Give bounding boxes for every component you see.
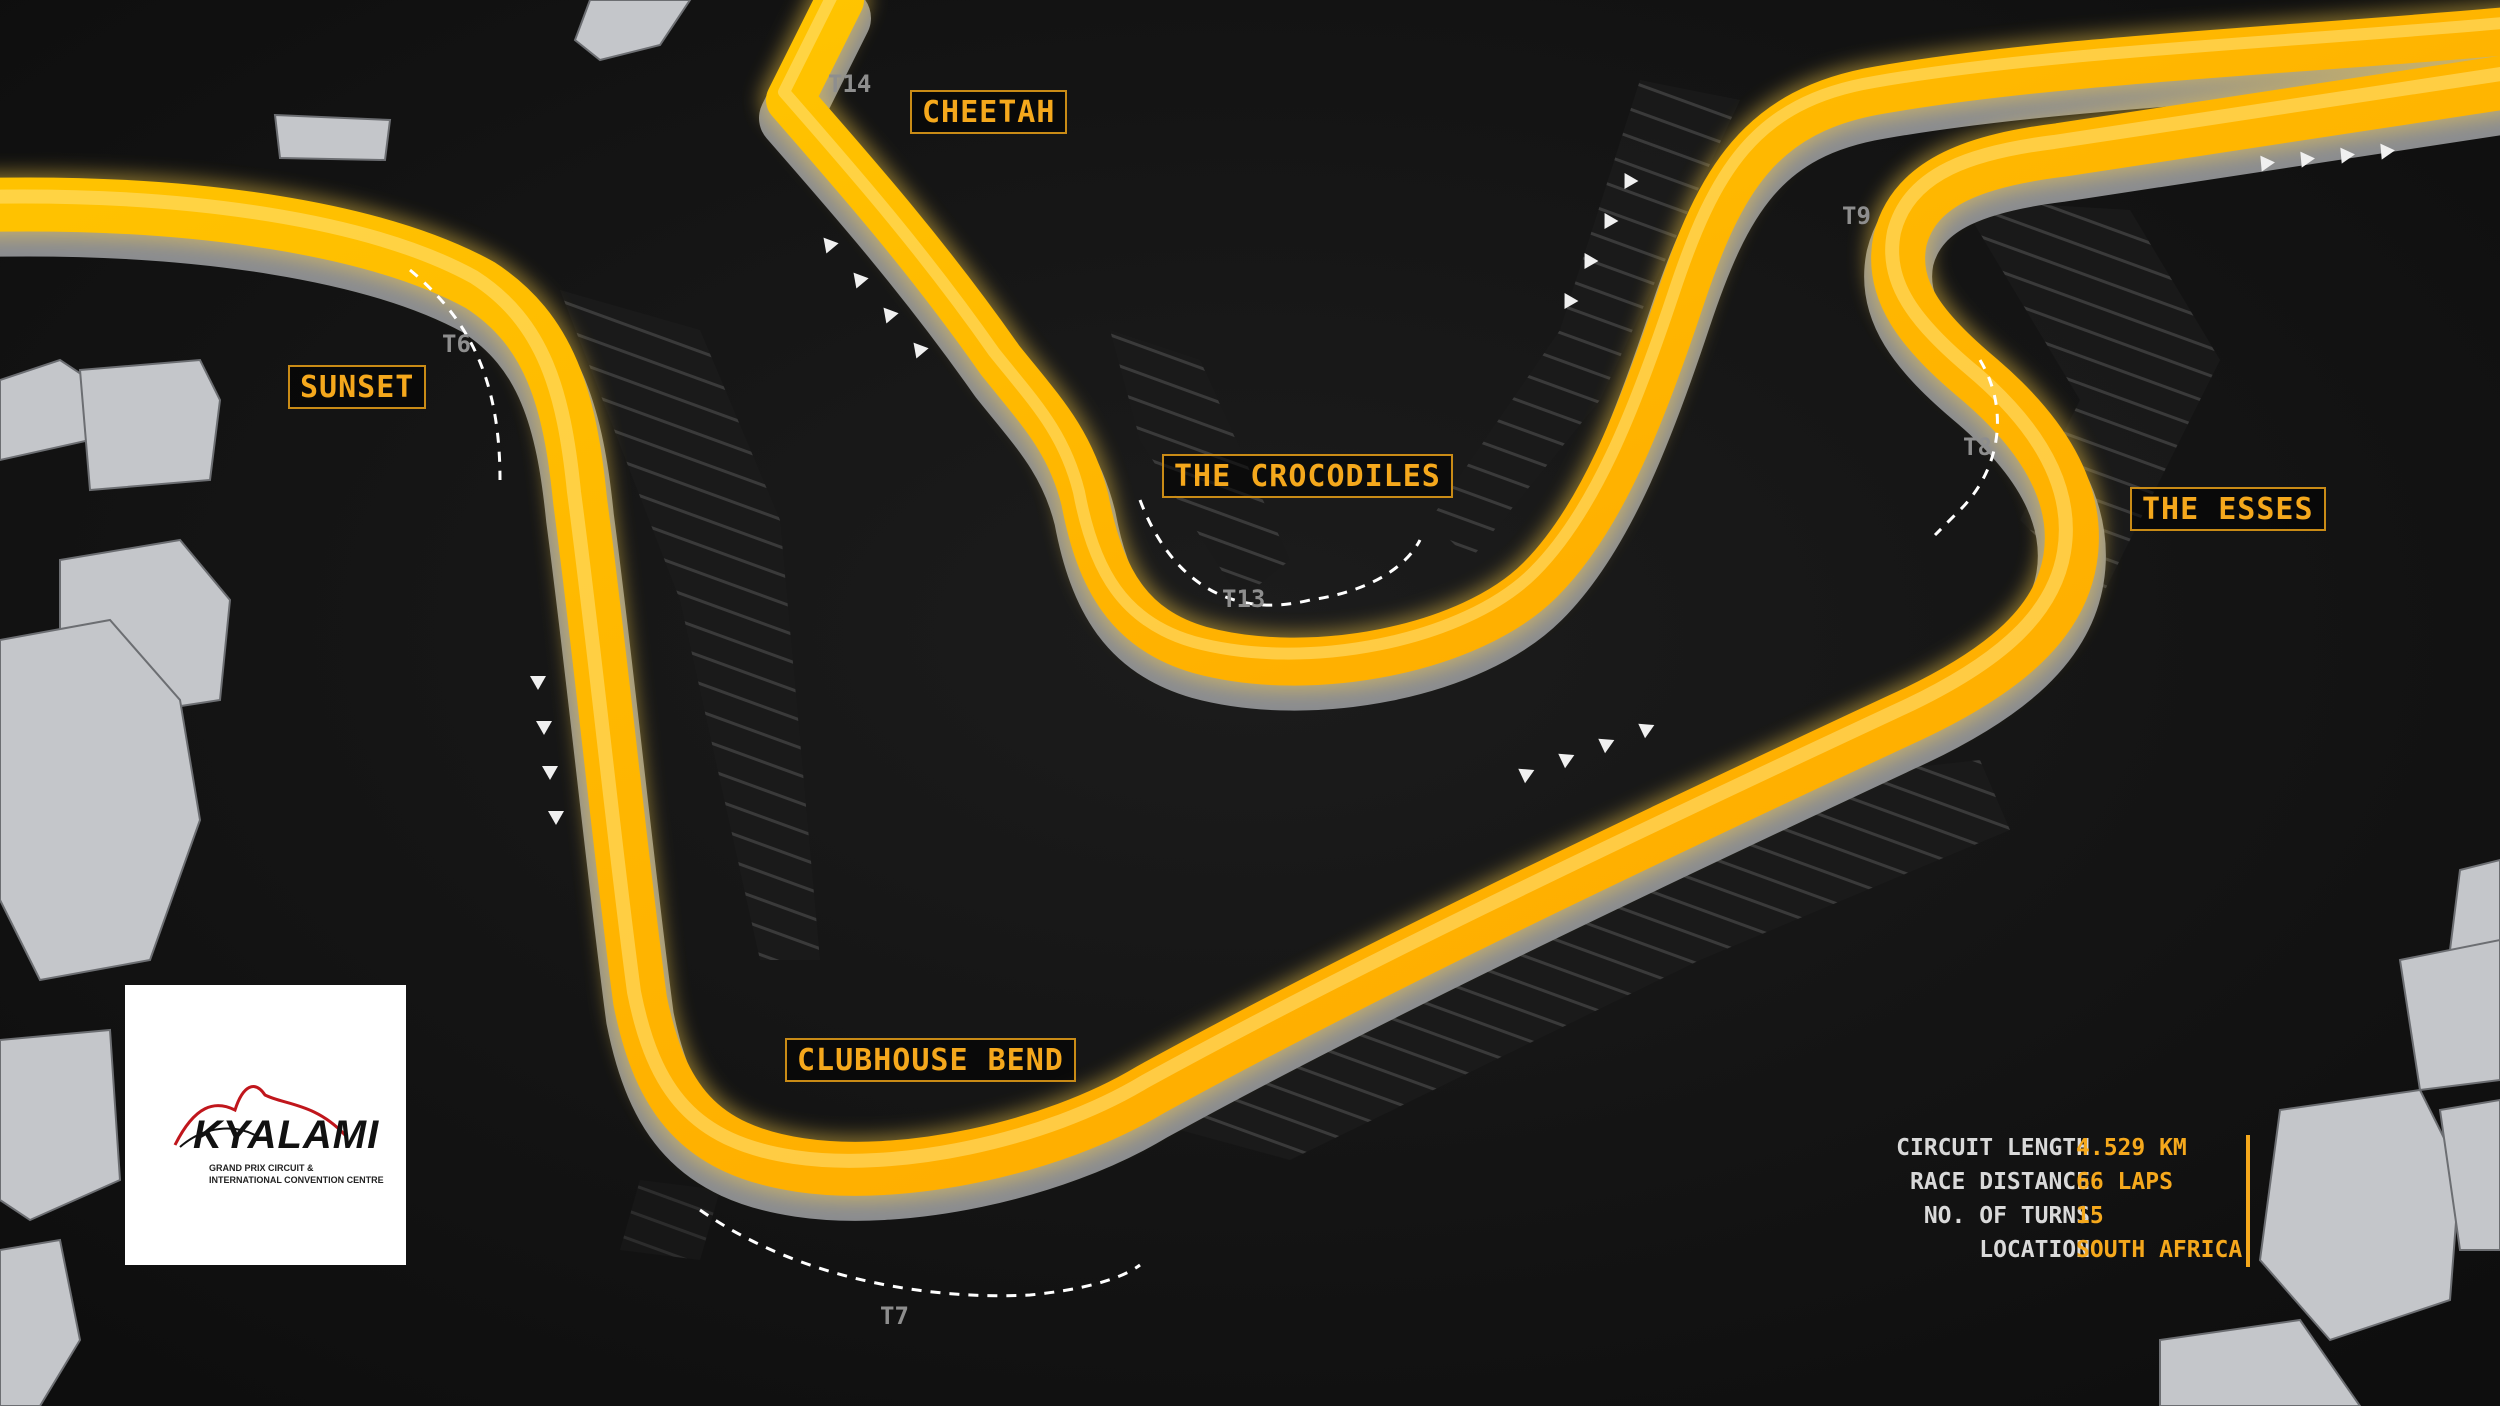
stat-value: 15 xyxy=(2076,1203,2104,1229)
logo-subtitle-line2: INTERNATIONAL CONVENTION CENTRE xyxy=(209,1175,384,1185)
turn-label-t13: T13 xyxy=(1222,585,1266,613)
direction-arrows xyxy=(530,143,2395,825)
circuit-stats: CIRCUIT LENGTH 4.529 KM RACE DISTANCE 66… xyxy=(1820,1135,2250,1271)
stat-row: LOCATION SOUTH AFRICA xyxy=(1820,1237,2250,1271)
turn-label-t6: T6 xyxy=(442,330,471,358)
track xyxy=(0,0,2500,1221)
kyalami-logo: KYALAMI GRAND PRIX CIRCUIT & INTERNATION… xyxy=(125,985,406,1265)
direction-arrow-icon xyxy=(1518,723,1655,784)
direction-arrow-icon xyxy=(530,676,564,825)
turn-label-t14: T14 xyxy=(828,70,872,98)
stat-label: RACE DISTANCE xyxy=(1909,1169,2090,1195)
direction-arrow-icon xyxy=(1564,172,1639,310)
stat-label: NO. OF TURNS xyxy=(1923,1203,2090,1229)
stats-accent-bar xyxy=(2246,1135,2250,1267)
turn-label-t7: T7 xyxy=(880,1302,909,1330)
stat-row: RACE DISTANCE 66 LAPS xyxy=(1820,1169,2250,1203)
stat-row: CIRCUIT LENGTH 4.529 KM xyxy=(1820,1135,2250,1169)
logo-wordmark: KYALAMI xyxy=(193,1113,380,1157)
racing-lines xyxy=(409,268,1999,1298)
stat-row: NO. OF TURNS 15 xyxy=(1820,1203,2250,1237)
stat-value: SOUTH AFRICA xyxy=(2076,1237,2243,1263)
stat-label: LOCATION xyxy=(1979,1237,2090,1263)
turn-label-t9: T9 xyxy=(1842,202,1871,230)
runoff-areas xyxy=(560,80,2220,1260)
direction-arrow-icon xyxy=(2260,143,2395,172)
logo-swoosh-icon xyxy=(173,1085,347,1148)
corner-label-esses: THE ESSES xyxy=(2130,487,2326,531)
stat-value: 4.529 KM xyxy=(2076,1135,2187,1161)
turn-label-t8: T8 xyxy=(1963,433,1992,461)
direction-arrow-icon xyxy=(823,237,929,359)
stat-label: CIRCUIT LENGTH xyxy=(1896,1135,2090,1161)
corner-label-crocodiles: THE CROCODILES xyxy=(1162,454,1453,498)
corner-label-sunset: SUNSET xyxy=(288,365,427,409)
corner-label-cheetah: CHEETAH xyxy=(910,90,1068,134)
stat-value: 66 LAPS xyxy=(2076,1169,2173,1195)
corner-label-clubhouse: CLUBHOUSE BEND xyxy=(785,1038,1076,1082)
logo-subtitle-line1: GRAND PRIX CIRCUIT & xyxy=(209,1163,314,1173)
